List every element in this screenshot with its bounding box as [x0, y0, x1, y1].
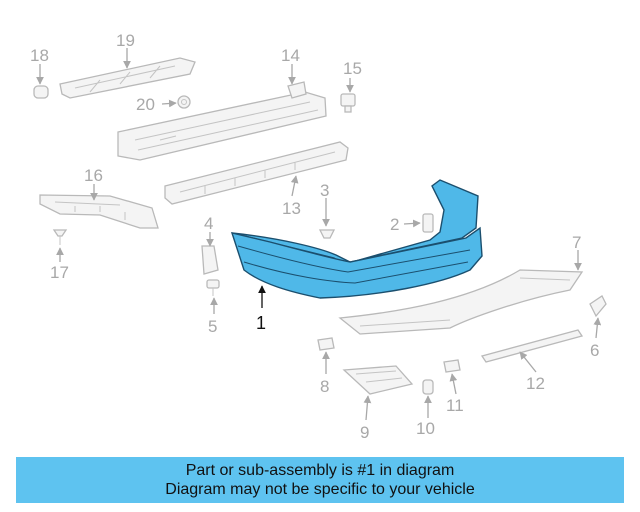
callout-9: 9	[360, 423, 369, 442]
part-4-bracket	[201, 245, 219, 275]
part-1-bumper-cover[interactable]	[230, 179, 483, 299]
callout-20: 20	[136, 95, 155, 114]
part-5-screw	[206, 279, 220, 296]
callout-13: 13	[282, 199, 301, 218]
banner-line-part: Part or sub-assembly is #1 in diagram	[185, 462, 455, 479]
callout-15: 15	[343, 59, 362, 78]
part-16-bracket	[39, 194, 159, 229]
banner-line-disclaimer: Diagram may not be specific to your vehi…	[165, 481, 475, 498]
part-15-bolt	[340, 93, 356, 113]
callout-14: 14	[281, 46, 300, 65]
info-banner: Part or sub-assembly is #1 in diagram Di…	[16, 457, 624, 503]
part-3-screw	[318, 229, 336, 239]
leader-lines	[36, 48, 602, 421]
part-14-reinforcement	[117, 81, 327, 161]
callout-5: 5	[208, 317, 217, 336]
part-9-cover	[342, 365, 414, 395]
part-8-bracket	[317, 337, 335, 351]
parts-diagram: 1 2 3 4 5 6 7 8 9 10 11 12 13 14 15 16 1…	[30, 31, 607, 442]
part-11-clip	[443, 359, 461, 373]
callout-2: 2	[390, 215, 399, 234]
callout-7: 7	[572, 233, 581, 252]
callout-4: 4	[204, 214, 213, 233]
part-7-valance	[338, 269, 584, 335]
part-10-rivet	[422, 379, 434, 395]
part-2-fastener	[422, 213, 434, 233]
part-17-pin	[52, 229, 68, 245]
callout-6: 6	[590, 341, 599, 360]
callout-17: 17	[50, 263, 69, 282]
callout-16: 16	[84, 166, 103, 185]
callout-10: 10	[416, 419, 435, 438]
callout-11: 11	[446, 396, 464, 415]
part-6-clip	[589, 295, 607, 318]
callout-19: 19	[116, 31, 135, 50]
part-12-molding	[480, 329, 584, 363]
callout-8: 8	[320, 377, 329, 396]
callout-3: 3	[320, 181, 329, 200]
part-19-bracket	[59, 57, 196, 99]
callout-12: 12	[526, 374, 545, 393]
part-18-clip	[33, 85, 49, 99]
callout-1: 1	[256, 313, 266, 333]
part-13-absorber	[164, 141, 349, 205]
callout-labels: 1 2 3 4 5 6 7 8 9 10 11 12 13 14 15 16 1…	[30, 31, 599, 442]
callout-18: 18	[30, 46, 49, 65]
part-20-nut	[177, 95, 191, 109]
